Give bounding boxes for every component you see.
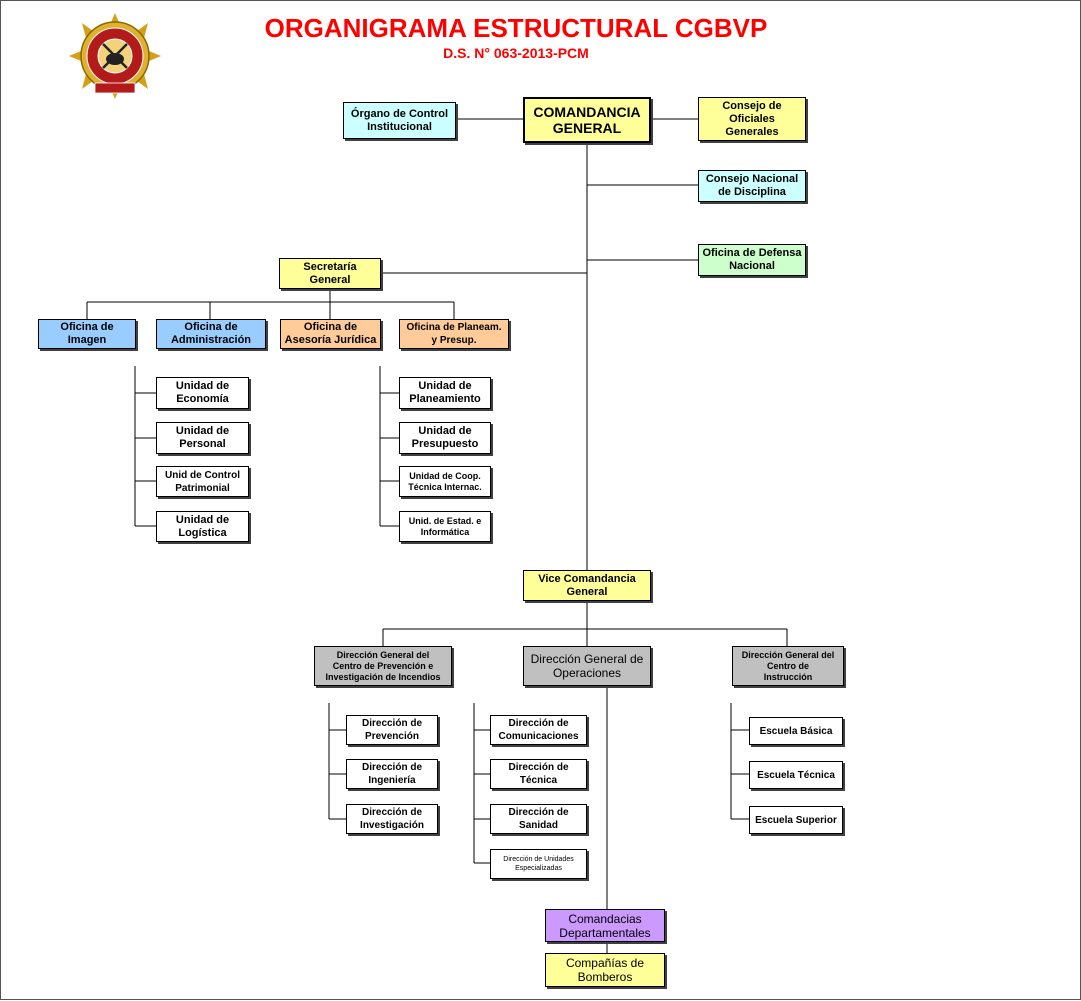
unidad-presupuesto-label: Unidad de Presupuesto (411, 425, 479, 450)
consejo-oficiales-box: Consejo de Oficiales Generales (698, 97, 806, 141)
dg-instruccion-box: Dirección General del Centro de Instrucc… (732, 646, 844, 686)
consejo-disciplina-label: Consejo Nacional de Disciplina (705, 173, 799, 198)
unidad-economia-box: Unidad de Economía (156, 377, 249, 409)
page-title: ORGANIGRAMA ESTRUCTURAL CGBVP (264, 13, 768, 43)
dg-operaciones-box: Dirección General de Operaciones (523, 646, 651, 686)
oficina-juridica-box: Oficina de Asesoría Jurídica (280, 319, 381, 349)
comandancias-departamentales-box: Comandacias Departamentales (545, 909, 665, 942)
oficina-imagen-box: Oficina de Imagen (38, 319, 136, 349)
unidad-personal-label: Unidad de Personal (175, 425, 230, 450)
direccion-sanidad-label: Dirección de Sanidad (508, 807, 569, 831)
escuela-superior-box: Escuela Superior (749, 806, 843, 834)
oficina-imagen-label: Oficina de Imagen (60, 321, 114, 346)
defensa-nacional-label: Oficina de Defensa Nacional (702, 247, 802, 272)
oficina-juridica-label: Oficina de Asesoría Jurídica (284, 321, 377, 346)
oficina-planeamiento-box: Oficina de Planeam. y Presup. (399, 319, 509, 349)
unidad-estadistica-box: Unid. de Estad. e Informática (399, 511, 491, 542)
direccion-investigacion-label: Dirección de Investigación (360, 807, 424, 831)
comandancia-general-label: COMANDANCIA GENERAL (533, 104, 641, 136)
escuela-basica-label: Escuela Básica (759, 725, 833, 737)
unidad-cooperacion-label: Unidad de Coop. Técnica Internac. (408, 470, 482, 492)
emblem-helmet (106, 53, 124, 65)
oficina-administracion-box: Oficina de Administración (156, 319, 266, 349)
direccion-prevencion-label: Dirección de Prevención (361, 718, 423, 742)
unidad-economia-label: Unidad de Economía (175, 380, 230, 405)
direccion-unidades-especializadas-box: Dirección de Unidades Especializadas (490, 849, 587, 879)
unidad-logistica-label: Unidad de Logística (175, 513, 230, 539)
page-subtitle: D.S. N° 063-2013-PCM (443, 45, 589, 61)
direccion-sanidad-box: Dirección de Sanidad (490, 804, 587, 834)
direccion-ingenieria-box: Dirección de Ingeniería (346, 759, 438, 789)
oficina-planeamiento-label: Oficina de Planeam. y Presup. (406, 322, 502, 346)
control-institucional-label: Órgano de Control Institucional (350, 107, 449, 133)
direccion-prevencion-box: Dirección de Prevención (346, 715, 438, 745)
direccion-comunicaciones-label: Dirección de Comunicaciones (498, 718, 579, 742)
direccion-investigacion-box: Dirección de Investigación (346, 804, 438, 834)
secretaria-general-box: Secretaría General (279, 258, 381, 289)
escuela-superior-label: Escuela Superior (755, 814, 837, 826)
direccion-tecnica-label: Dirección de Técnica (508, 762, 569, 786)
companias-bomberos-box: Compañías de Bomberos (545, 953, 665, 987)
defensa-nacional-box: Oficina de Defensa Nacional (698, 244, 806, 276)
dg-prevencion-label: Dirección General del Centro de Prevenci… (325, 649, 441, 682)
fire-brigade-emblem-icon (69, 13, 161, 99)
unidad-presupuesto-box: Unidad de Presupuesto (399, 422, 491, 454)
escuela-basica-box: Escuela Básica (749, 717, 843, 745)
companias-bomberos-label: Compañías de Bomberos (565, 956, 645, 984)
direccion-comunicaciones-box: Dirección de Comunicaciones (490, 715, 587, 745)
direccion-unidades-especializadas-label: Dirección de Unidades Especializadas (503, 856, 574, 872)
unidad-personal-box: Unidad de Personal (156, 422, 249, 454)
dg-operaciones-label: Dirección General de Operaciones (530, 652, 644, 680)
direccion-tecnica-box: Dirección de Técnica (490, 759, 587, 789)
secretaria-general-label: Secretaría General (303, 260, 357, 286)
unidad-planeamiento-label: Unidad de Planeamiento (409, 380, 481, 405)
escuela-tecnica-label: Escuela Técnica (757, 769, 835, 781)
consejo-oficiales-label: Consejo de Oficiales Generales (722, 99, 782, 138)
emblem-banner (94, 82, 136, 94)
comandancia-general-box: COMANDANCIA GENERAL (523, 97, 651, 143)
control-institucional-box: Órgano de Control Institucional (343, 102, 456, 139)
unidad-control-patrimonial-box: Unid de Control Patrimonial (156, 466, 249, 497)
dg-instruccion-label: Dirección General del Centro de Instrucc… (741, 649, 835, 682)
vice-comandancia-box: Vice Comandancia General (523, 570, 651, 601)
direccion-ingenieria-label: Dirección de Ingeniería (361, 762, 423, 786)
unidad-control-patrimonial-label: Unid de Control Patrimonial (165, 469, 240, 494)
unidad-planeamiento-box: Unidad de Planeamiento (399, 377, 491, 409)
consejo-disciplina-box: Consejo Nacional de Disciplina (698, 170, 806, 202)
unidad-logistica-box: Unidad de Logística (156, 511, 249, 542)
escuela-tecnica-box: Escuela Técnica (749, 761, 843, 789)
comandancias-departamentales-label: Comandacias Departamentales (559, 911, 651, 940)
dg-prevencion-box: Dirección General del Centro de Prevenci… (314, 646, 452, 686)
unidad-estadistica-label: Unid. de Estad. e Informática (408, 515, 482, 537)
vice-comandancia-label: Vice Comandancia General (538, 572, 636, 598)
unidad-cooperacion-box: Unidad de Coop. Técnica Internac. (399, 466, 491, 497)
oficina-administracion-label: Oficina de Administración (170, 321, 252, 346)
